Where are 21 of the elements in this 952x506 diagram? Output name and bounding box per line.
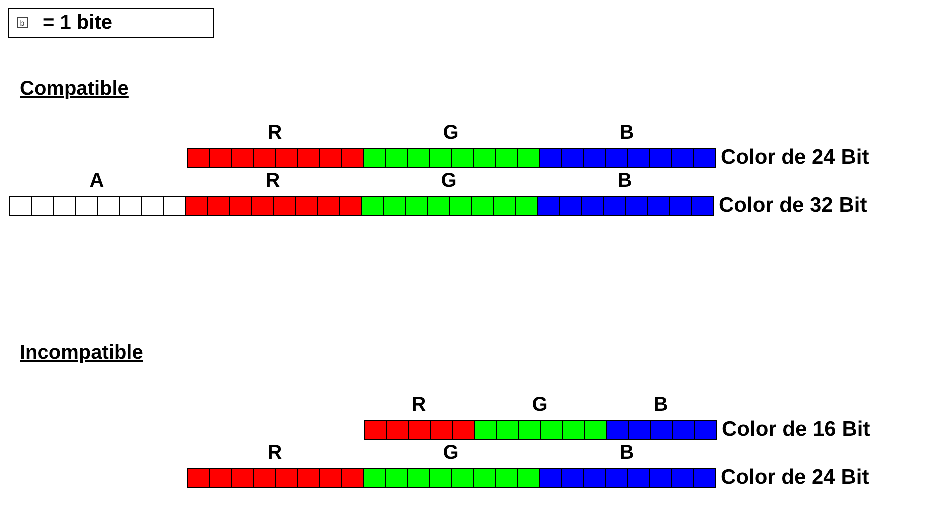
bit-depth-label: Color de 24 Bit	[721, 146, 870, 170]
bit-depth-label: Color de 32 Bit	[719, 194, 868, 218]
channel-letter: R	[412, 394, 426, 416]
channel-letter: R	[266, 170, 280, 192]
channel-letter: G	[441, 170, 457, 192]
channel-letter: G	[443, 442, 459, 464]
section-heading: Compatible	[20, 78, 129, 101]
channel-letter: A	[90, 170, 104, 192]
channel-letter: G	[532, 394, 548, 416]
bit-depth-label: Color de 16 Bit	[722, 418, 870, 442]
bit-depth-label: Color de 24 Bit	[721, 466, 870, 490]
channel-letter: B	[620, 122, 634, 144]
bit-cell-icon: b	[17, 17, 28, 28]
legend-text: = 1 bite	[43, 12, 112, 35]
channel-letter: R	[268, 442, 282, 464]
channel-letter: B	[620, 442, 634, 464]
channel-letter: R	[268, 122, 282, 144]
section-heading: Incompatible	[20, 342, 144, 365]
channel-letter: G	[443, 122, 459, 144]
channel-letter: B	[618, 170, 632, 192]
channel-letter: B	[654, 394, 668, 416]
